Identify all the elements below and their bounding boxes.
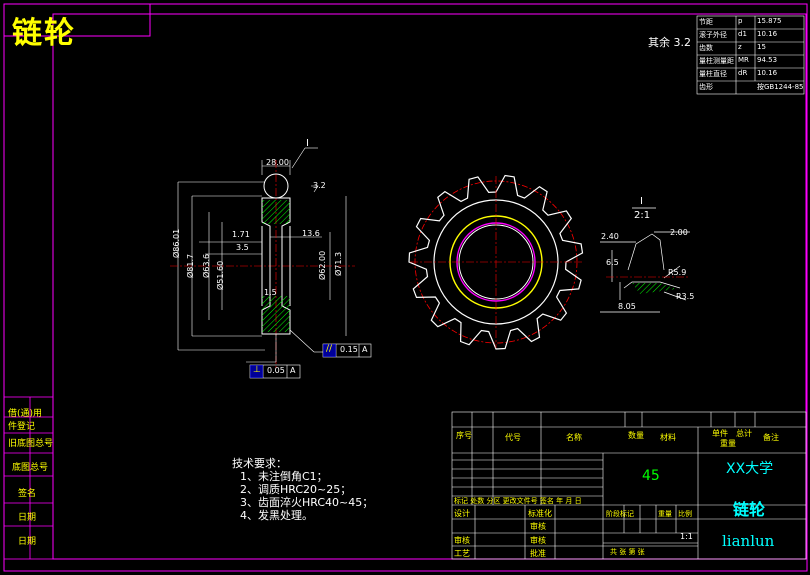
col-unit: 单件 bbox=[712, 429, 728, 438]
param-value: 15 bbox=[757, 43, 766, 51]
detail-d3: R5.9 bbox=[668, 268, 687, 277]
stage-label: 阶段标记 bbox=[606, 510, 634, 518]
detail-d4: R3.5 bbox=[676, 292, 695, 301]
drawing-code: lianlun bbox=[722, 532, 775, 550]
approve-label: 批准 bbox=[530, 549, 546, 558]
scale-value: 1:1 bbox=[680, 532, 693, 541]
side-label: 件登记 bbox=[8, 422, 36, 432]
section-view bbox=[170, 147, 372, 379]
dim-hub-width: 28.00 bbox=[266, 158, 289, 167]
side-label: 签名 bbox=[18, 489, 37, 499]
param-value: 15.875 bbox=[757, 17, 782, 25]
std-label: 标准化 bbox=[528, 509, 552, 518]
detail-d5: 6.5 bbox=[606, 258, 619, 267]
param-sym: MR bbox=[738, 56, 749, 64]
school-name: XX大学 bbox=[726, 461, 774, 477]
outer-frame bbox=[3, 3, 808, 572]
dim-right2: Ø71.3 bbox=[334, 251, 343, 276]
detail-d6: 8.05 bbox=[618, 302, 636, 311]
detail-hatch bbox=[632, 283, 676, 294]
sheets-label: 共 张 第 张 bbox=[610, 548, 645, 556]
section-label: I bbox=[306, 138, 309, 149]
dim-right1: Ø62.00 bbox=[318, 250, 327, 280]
col-code: 代号 bbox=[505, 433, 521, 442]
param-name: 量柱直径 bbox=[699, 70, 727, 78]
tech-req-item: 2、调质HRC20~25； bbox=[240, 483, 352, 496]
param-sym: dR bbox=[738, 69, 748, 77]
col-name: 名称 bbox=[566, 433, 582, 442]
tol2-symbol: ⊥ bbox=[253, 365, 261, 375]
param-value: 按GB1244-85 bbox=[757, 83, 804, 91]
tol1-symbol: // bbox=[326, 344, 333, 354]
side-table bbox=[3, 396, 54, 560]
param-name: 齿形 bbox=[699, 83, 713, 91]
hatch-top bbox=[262, 200, 290, 224]
tol1-value: 0.15 bbox=[340, 345, 358, 354]
col-qty: 数量 bbox=[628, 431, 644, 440]
dim-small-b: 1.5 bbox=[264, 288, 277, 297]
weight-label: 重量 bbox=[658, 510, 672, 518]
tech-req-item: 1、未注倒角C1； bbox=[240, 470, 328, 483]
param-value: 10.16 bbox=[757, 30, 778, 38]
dim-dia-63: Ø63.6 bbox=[202, 253, 211, 278]
detail-scale: 2:1 bbox=[634, 210, 651, 221]
revision-row: 标记 处数 分区 更改文件号 签名 年 月 日 bbox=[454, 497, 582, 505]
side-label: 底图总号 bbox=[12, 463, 49, 473]
dim-small-a: 3.5 bbox=[236, 243, 249, 252]
param-name: 齿数 bbox=[699, 44, 713, 52]
param-name: 滚子外径 bbox=[699, 31, 727, 39]
param-value: 10.16 bbox=[757, 69, 778, 77]
hatch-bottom bbox=[262, 296, 290, 332]
title-block-grid bbox=[451, 411, 807, 560]
part-name: 链轮 bbox=[733, 500, 766, 519]
param-name: 量柱测量距 bbox=[699, 57, 734, 65]
detail-view bbox=[600, 207, 690, 313]
review-label: 审核 bbox=[454, 536, 470, 545]
param-sym: d1 bbox=[738, 30, 747, 38]
roughness-note: 其余 3.2 bbox=[648, 36, 691, 49]
design-label: 设计 bbox=[454, 509, 470, 518]
process-label: 工艺 bbox=[454, 549, 470, 558]
param-sym: p bbox=[738, 17, 743, 25]
tech-req-item: 3、齿面淬火HRC40~45； bbox=[240, 496, 374, 509]
param-sym: z bbox=[738, 43, 742, 51]
side-label: 借(通)用 bbox=[8, 409, 43, 419]
col-total: 总计 bbox=[736, 429, 752, 438]
tech-requirements: 技术要求： 1、未注倒角C1； 2、调质HRC20~25； 3、齿面淬火HRC4… bbox=[232, 457, 373, 522]
tech-req-item: 4、发黑处理。 bbox=[240, 509, 313, 522]
tech-req-heading: 技术要求： bbox=[232, 457, 287, 470]
side-label: 旧底图总号 bbox=[8, 439, 54, 449]
dim-rough: 3.2 bbox=[313, 181, 326, 190]
tol2-ref: A bbox=[290, 366, 296, 375]
check-label-2: 审核 bbox=[530, 536, 546, 545]
tol2-value: 0.05 bbox=[267, 366, 285, 375]
detail-d1: 2.40 bbox=[601, 232, 619, 241]
col-weight: 重量 bbox=[720, 439, 736, 448]
inner-frame bbox=[52, 13, 807, 560]
param-name: 节距 bbox=[699, 18, 713, 26]
ratio-label: 比例 bbox=[678, 510, 692, 518]
title-box bbox=[3, 3, 151, 37]
tol1-ref: A bbox=[362, 345, 368, 354]
side-label: 日期 bbox=[18, 513, 37, 523]
col-material: 材料 bbox=[660, 433, 676, 442]
material-value: 45 bbox=[642, 468, 660, 484]
dim-outer-dia: Ø86.01 bbox=[172, 228, 181, 258]
detail-d2: 2.00 bbox=[670, 228, 688, 237]
side-label: 日期 bbox=[18, 537, 37, 547]
detail-label: I bbox=[640, 196, 643, 207]
drawing-title: 链轮 bbox=[12, 16, 76, 51]
sprocket-front-view bbox=[408, 174, 584, 350]
check-label: 审核 bbox=[530, 522, 546, 531]
dim-dia-97: Ø81.7 bbox=[186, 253, 195, 278]
param-value: 94.53 bbox=[757, 56, 778, 64]
col-seq: 序号 bbox=[456, 431, 472, 440]
col-note: 备注 bbox=[763, 433, 779, 442]
dim-w-left: 1.71 bbox=[232, 230, 250, 239]
dim-bore: Ø51.60 bbox=[216, 260, 225, 290]
dim-w-right: 13.6 bbox=[302, 229, 320, 238]
param-table bbox=[696, 15, 805, 95]
